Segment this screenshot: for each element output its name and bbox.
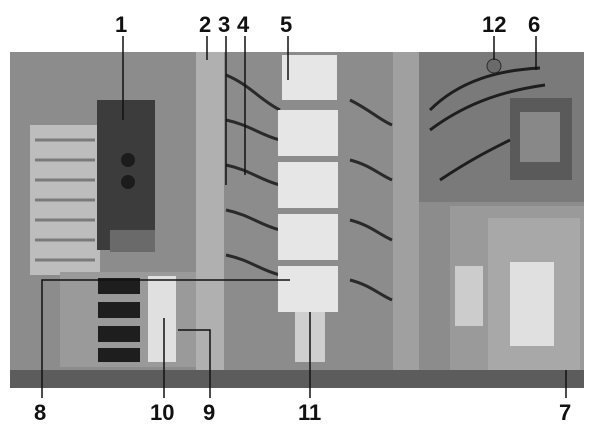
capacitor bbox=[121, 175, 135, 189]
relay-module bbox=[98, 278, 140, 294]
capacitor bbox=[121, 153, 135, 167]
terminal-block bbox=[295, 312, 325, 362]
callout-12: 12 bbox=[482, 12, 507, 37]
callout-1: 1 bbox=[115, 12, 128, 37]
callout-5: 5 bbox=[280, 12, 293, 37]
control-board bbox=[97, 100, 155, 250]
callout-6: 6 bbox=[528, 12, 541, 37]
breaker bbox=[278, 214, 338, 260]
callout-9: 9 bbox=[203, 400, 216, 425]
transformer-wiring bbox=[428, 66, 546, 182]
breaker bbox=[278, 162, 338, 208]
relay-module bbox=[98, 348, 140, 362]
callout-4: 4 bbox=[237, 12, 250, 37]
breaker bbox=[282, 55, 337, 100]
relay-module bbox=[98, 302, 140, 318]
callout-10: 10 bbox=[150, 400, 175, 425]
bottom-rail bbox=[10, 370, 584, 388]
board-relay bbox=[110, 230, 155, 252]
wiring bbox=[225, 73, 393, 302]
callout-8: 8 bbox=[34, 400, 47, 425]
heatsink-fins bbox=[35, 138, 95, 262]
callout-7: 7 bbox=[559, 400, 572, 425]
breaker bbox=[278, 110, 338, 156]
fuse-holder bbox=[486, 58, 502, 74]
callout-2: 2 bbox=[199, 12, 212, 37]
cover-label bbox=[510, 262, 554, 346]
relay-module bbox=[98, 326, 140, 342]
callout-3: 3 bbox=[218, 12, 231, 37]
transformer-label bbox=[520, 112, 560, 162]
cable-duct bbox=[196, 52, 224, 370]
terminal-strip bbox=[455, 266, 483, 326]
breaker bbox=[278, 266, 338, 312]
callout-11: 11 bbox=[298, 400, 322, 425]
divider bbox=[393, 52, 419, 370]
contactor bbox=[148, 276, 176, 362]
